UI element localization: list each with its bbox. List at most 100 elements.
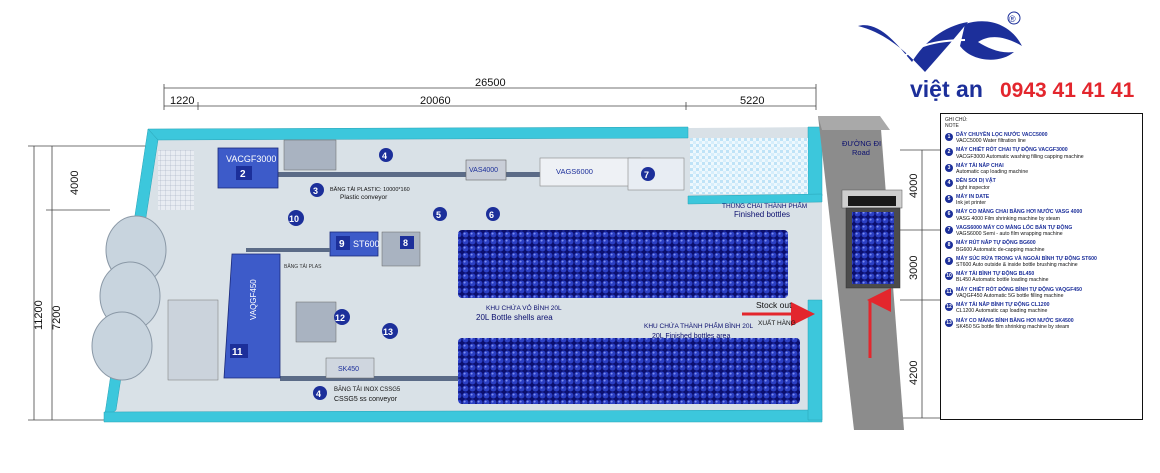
machine-cluster-top [283, 139, 337, 171]
legend-item-vn: MÁY CO MÀNG CHAI BẰNG HƠI NƯỚC VASG 4000 [956, 209, 1083, 216]
svg-text:4: 4 [382, 151, 387, 161]
legend-item-number: 2 [945, 148, 953, 157]
top-dimensions [163, 84, 817, 110]
legend-item-vn: MÁY IN DATE [956, 193, 990, 200]
left-dimensions [28, 145, 150, 421]
legend-item-number: 8 [945, 241, 953, 250]
vaqgf450-label: VAQGF450 [249, 279, 258, 320]
legend-item-en: Ink jet printer [956, 200, 986, 207]
dim-seg-right: 5220 [740, 95, 764, 107]
svg-text:5: 5 [436, 210, 441, 220]
marker-2: 2 [236, 166, 252, 180]
fp-label-en: 20L Finished bottles area [652, 333, 730, 340]
legend-item-vn: MÁY CO MÀNG BÌNH BẰNG HƠI NƯỚC SK4500 [956, 317, 1074, 324]
legend-item-vn: MÁY CHIẾT RÓT CHAI TỰ ĐỘNG VACGF3000 [956, 147, 1068, 154]
sk450-machine [325, 357, 375, 379]
dim-total-width: 26500 [475, 77, 506, 89]
legend-item-number: 1 [945, 133, 953, 141]
stock-out-label: Stock out [756, 300, 792, 310]
vacgf3000-label: VACGF3000 [226, 154, 276, 164]
vags6000-machine [539, 157, 641, 187]
legend-title-en: NOTE [945, 123, 959, 129]
legend-item-en: Light inspector [956, 184, 990, 191]
legend-item-en: SK450 5G bottle film shrinking machine b… [956, 323, 1070, 330]
plastic-conveyor [250, 172, 640, 177]
marker-13: 13 [382, 323, 398, 339]
svg-text:11: 11 [232, 347, 243, 358]
brand-logo: ® việt an 0943 41 41 41 [858, 11, 1135, 102]
legend-item-en: Automatic cap loading machine [956, 169, 1029, 176]
marker-10: 10 [288, 210, 304, 226]
legend-item-en: VACGF3000 Automatic washing filling capp… [956, 153, 1084, 160]
svg-text:3: 3 [313, 186, 318, 196]
marker-9: 9 [336, 236, 350, 250]
legend-item-en: VACC5000 Water filtration line [956, 138, 1026, 145]
legend-item-vn: DÂY CHUYỀN LỌC NƯỚC VACC5000 [956, 132, 1048, 138]
plastic-conveyor-label-en: Plastic conveyor [340, 194, 388, 201]
registered-mark-circle [1007, 11, 1021, 25]
plastic-conveyor-small-label: BĂNG TẢI PLAS [284, 263, 322, 270]
filtration-equipment [167, 299, 219, 381]
svg-text:4: 4 [316, 389, 321, 399]
finished-cartons [690, 138, 808, 194]
fp-label-vn: KHU CHỨA THÀNH PHẨM BÌNH 20L [644, 321, 753, 330]
legend-item-vn: MÁY SÚC RỬA TRONG VÀ NGOÀI BÌNH TỰ ĐỘNG … [956, 255, 1097, 262]
shells-label-vn: KHU CHỨA VỎ BÌNH 20L [486, 303, 562, 312]
marker-11: 11 [230, 344, 248, 358]
legend-item-number: 12 [945, 303, 953, 312]
legend-item-number: 6 [945, 210, 953, 219]
delivery-truck [841, 189, 903, 289]
dim-left-inner: 7200 [51, 306, 63, 330]
legend-item-vn: MÁY CHIẾT RÓT ĐÓNG BÌNH TỰ ĐỘNG VAQGF450 [956, 286, 1083, 293]
legend-header: GHI CHÚ: NOTE [945, 117, 1138, 129]
legend-item-vn: MÁY TẢI BÌNH TỰ ĐỘNG BL450 [956, 271, 1035, 278]
finished-label-vn: THÙNG CHAI THÀNH PHẨM [722, 201, 807, 210]
legend-item-en: VASG 4000 Film shrinking machine by stea… [956, 215, 1060, 222]
legend-item-vn: VAGS6000 MÁY CO MÀNG LỐC BÁN TỰ ĐỘNG [956, 224, 1073, 231]
legend-item-text: MÁY SÚC RỬA TRONG VÀ NGOÀI BÌNH TỰ ĐỘNG … [956, 256, 1138, 268]
brand-name: việt an [910, 76, 983, 102]
dim-right-mid: 3000 [908, 256, 920, 280]
svg-text:2: 2 [240, 169, 246, 180]
dim-left-outer: 11200 [33, 300, 45, 330]
legend-item-number: 3 [945, 163, 953, 172]
legend-item-number: 7 [945, 225, 953, 234]
marker-4-bottom: 4 [313, 386, 327, 400]
registered-mark: ® [1009, 14, 1016, 24]
legend-item-number: 4 [945, 179, 953, 188]
dim-right-bottom: 4200 [908, 361, 920, 385]
dim-seg-left: 1220 [170, 95, 194, 107]
svg-text:13: 13 [383, 327, 393, 337]
st600-label: ST600 [353, 239, 380, 249]
vas4000-machine [465, 159, 507, 181]
marker-5: 5 [433, 207, 447, 221]
filtration-grid [158, 150, 194, 210]
marker-3: 3 [310, 183, 324, 197]
vas4000-label: VAS4000 [469, 167, 498, 174]
road-label-vn: ĐƯỜNG ĐI [842, 139, 881, 148]
legend-item-vn: MÁY TẢI NẮP BÌNH TỰ ĐỘNG CL1200 [956, 302, 1050, 309]
water-tanks [91, 215, 167, 381]
marker-7: 7 [641, 167, 655, 181]
finished-bottles-area [458, 338, 800, 404]
